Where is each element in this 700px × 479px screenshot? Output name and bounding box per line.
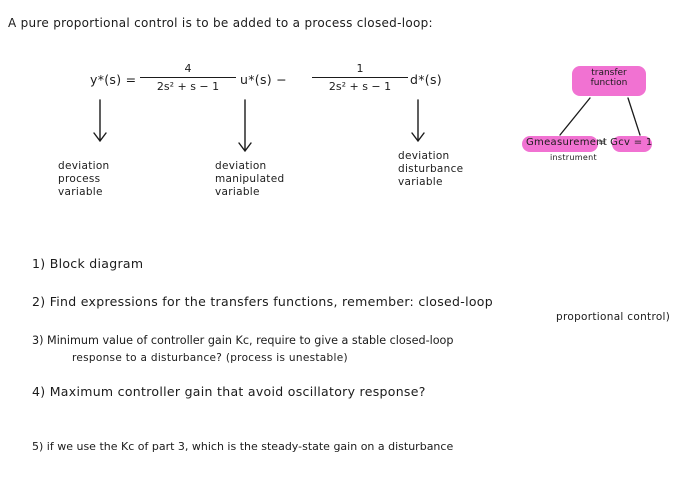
pointer-line <box>627 97 641 136</box>
fraction-denominator: 2s² + s − 1 <box>328 80 392 93</box>
label-line: variable <box>398 176 443 188</box>
label-line: transfer <box>591 68 627 78</box>
transfer-function-highlight <box>572 66 646 96</box>
label-line: disturbance <box>398 163 464 175</box>
question-3-note: response to a disturbance? (process is u… <box>72 352 348 364</box>
process-gain-fraction: 4 2s² + s − 1 <box>140 62 236 93</box>
question-5: 5) if we use the Kc of part 3, which is … <box>32 440 454 453</box>
deviation-process-label: deviation process variable <box>58 160 110 199</box>
fraction-numerator: 4 <box>184 62 192 75</box>
pointer-line <box>559 97 591 136</box>
fraction-denominator: 2s² + s − 1 <box>156 80 220 93</box>
arrow-down-icon <box>93 99 107 143</box>
problem-title: A pure proportional control is to be add… <box>8 16 433 30</box>
label-line: manipulated <box>215 173 285 185</box>
label-line: function <box>590 78 628 88</box>
question-2: 2) Find expressions for the transfers fu… <box>32 294 493 309</box>
question-1: 1) Block diagram <box>32 256 144 271</box>
gcv-equation: = Gcv = 1 <box>598 137 653 148</box>
transfer-function-label: transfer function <box>572 68 646 88</box>
label-line: variable <box>58 186 103 198</box>
arrow-down-icon <box>411 99 425 143</box>
deviation-manipulated-label: deviation manipulated variable <box>215 160 284 199</box>
deviation-disturbance-label: deviation disturbance variable <box>398 150 463 189</box>
label-line: deviation <box>215 160 267 172</box>
u-deviation-term: u*(s) − <box>240 72 287 87</box>
fraction-bar <box>312 77 408 78</box>
fraction-bar <box>140 77 236 78</box>
instrument-label: instrument <box>550 153 597 162</box>
disturbance-gain-fraction: 1 2s² + s − 1 <box>312 62 408 93</box>
y-deviation-term: y*(s) = <box>90 72 137 87</box>
question-4: 4) Maximum controller gain that avoid os… <box>32 384 426 399</box>
d-deviation-term: d*(s) <box>410 72 442 87</box>
arrow-down-icon <box>238 99 252 153</box>
question-2-note: proportional control) <box>556 311 671 323</box>
g-measurement-text: Gmeasurement <box>526 137 608 148</box>
fraction-numerator: 1 <box>356 62 364 75</box>
g-measurement-highlight <box>522 136 598 152</box>
gcv-highlight <box>612 136 652 152</box>
question-3: 3) Minimum value of controller gain Kc, … <box>32 334 454 347</box>
label-line: deviation <box>58 160 110 172</box>
label-line: deviation <box>398 150 450 162</box>
label-line: process <box>58 173 101 185</box>
label-line: variable <box>215 186 260 198</box>
